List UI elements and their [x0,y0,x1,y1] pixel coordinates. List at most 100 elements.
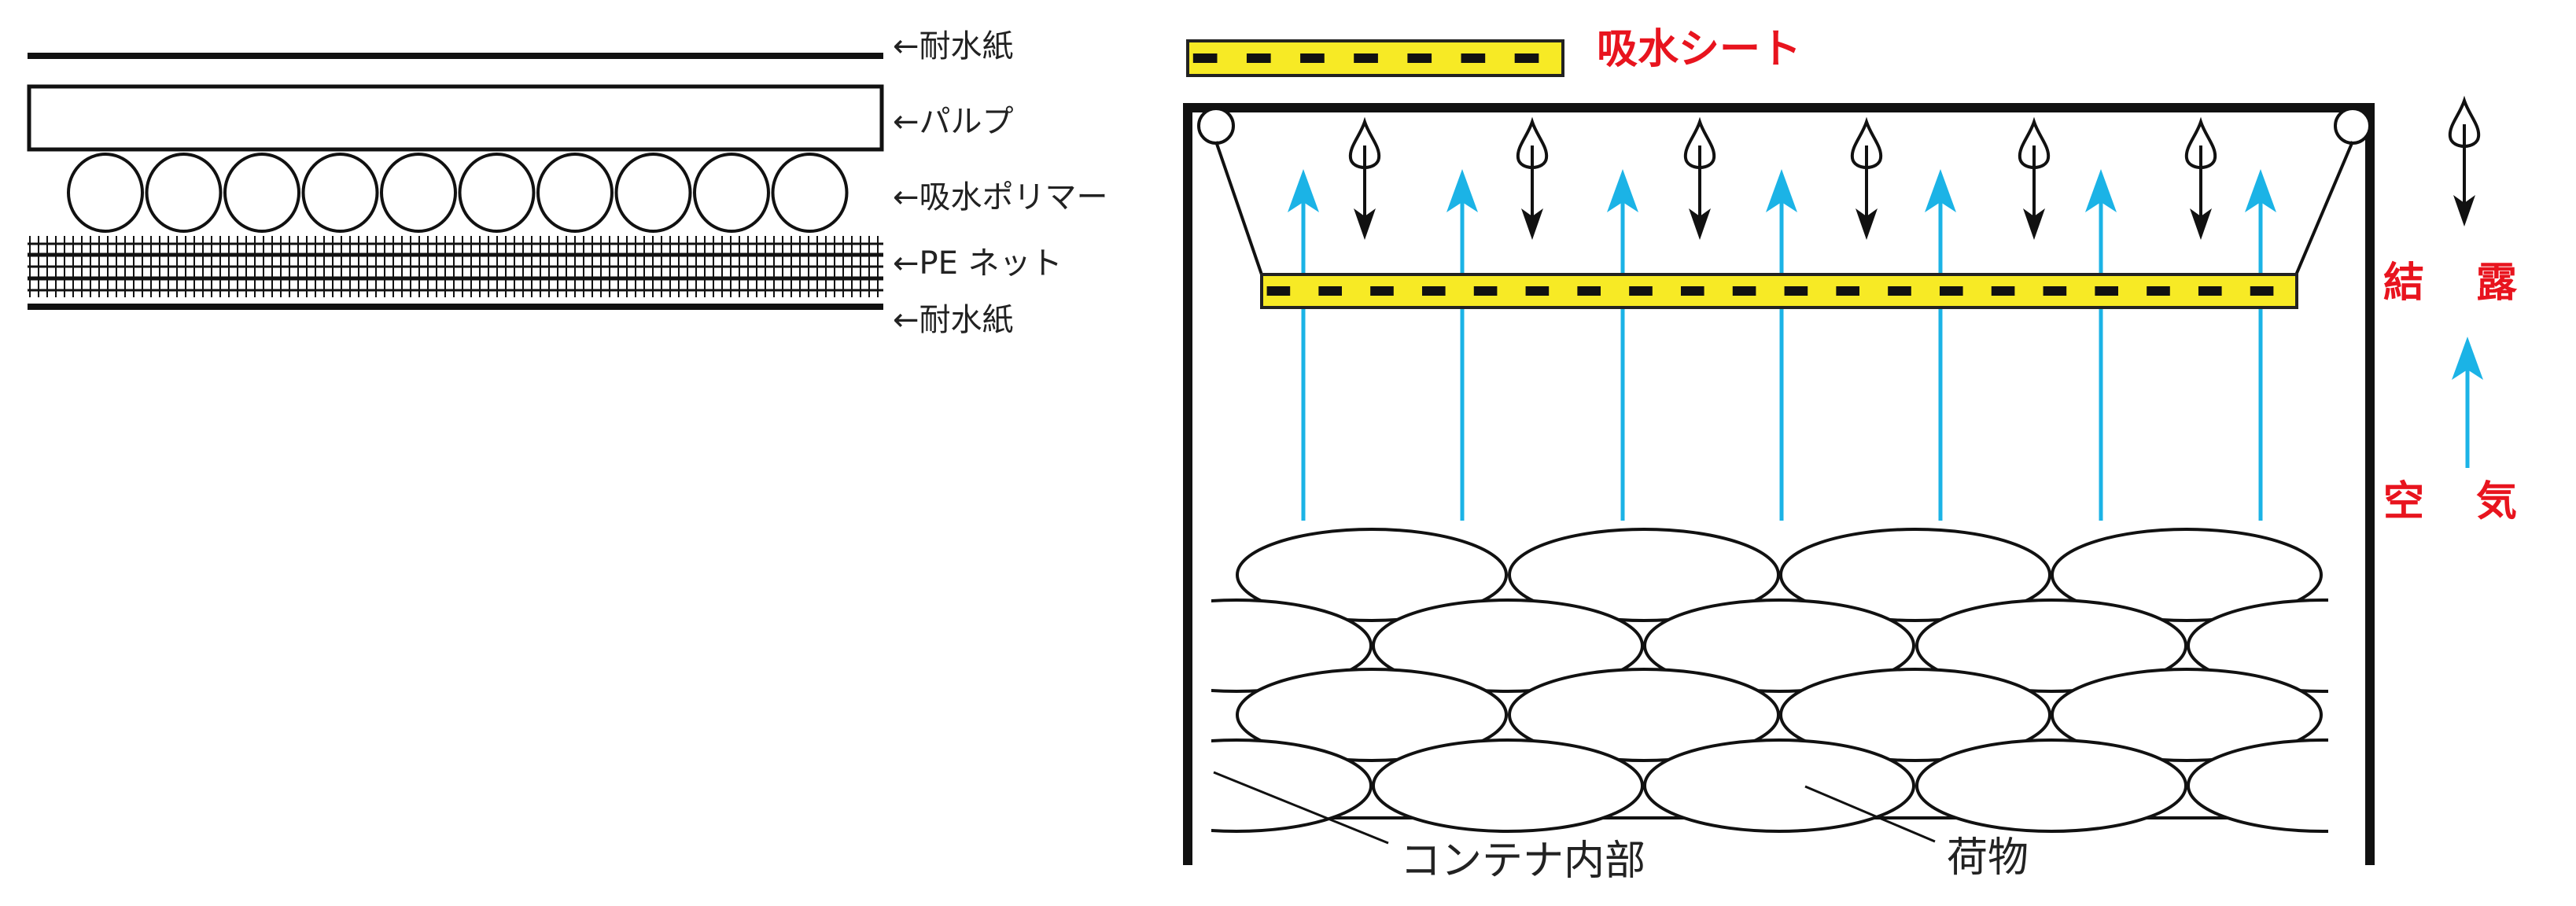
cargo [1211,528,2328,833]
hanging-absorbent-sheet [1260,273,2298,309]
air-char-1: 空 [2383,478,2424,525]
cargo-bale [1372,738,1644,833]
down-arrow-head-icon [2453,195,2475,226]
sheet-perforation [1525,286,1550,296]
cargo-bale [1779,668,2051,762]
cargo-bale [1236,528,1508,622]
air-char-2: 気 [2476,478,2517,525]
sheet-perforation [1514,53,1539,63]
down-arrow-head-icon [1354,208,1376,240]
suspension-line-left [1214,141,1264,278]
container-diagram: 吸水シート コンテナ内部 荷物 結 露 空 気 [1183,26,2518,885]
sheet-perforation [1192,53,1218,63]
sheet-perforation [1246,53,1271,63]
label-pulp: ←パルプ [893,104,1014,140]
air-arrow-head-icon [2245,169,2276,212]
cargo-bale [2051,528,2323,622]
pulley-left-icon [1197,107,1235,145]
absorbent-sheet-label: 吸水シート [1597,26,1801,73]
sheet-perforation [2095,286,2118,296]
sheet-perforation [1577,286,1601,296]
sheet-perforation [1266,286,1291,296]
sheet-perforation [2043,286,2067,296]
air-arrow-head-icon [2452,337,2483,380]
sheet-perforation [1784,286,1808,296]
air-arrow-head-icon [1607,169,1638,212]
polymer-bead [693,153,770,233]
sheet-perforation [2198,286,2222,296]
pulley-right-icon [2334,107,2371,145]
sheet-perforation [1629,286,1653,296]
down-arrow-head-icon [2190,208,2212,240]
leader-line-cargo [1804,785,1936,843]
sheet-perforation [2147,286,2170,296]
polymer-bead [380,153,457,233]
polymer-bead [614,153,692,233]
cargo-bale [1508,528,1780,622]
cargo-bale [1508,668,1780,762]
air-arrow-head-icon [1766,169,1797,212]
cargo-bale [1779,528,2051,622]
pulp-layer [27,84,884,152]
label-top-paper: ←耐水紙 [893,28,1014,64]
cargo-bale [2187,598,2328,693]
cargo-label: 荷物 [1947,834,2029,882]
air-arrow-head-icon [1288,169,1319,212]
polymer-bead [536,153,614,233]
cargo-bale [1211,598,1373,693]
down-arrow-head-icon [1689,208,1711,240]
cargo-bale [1915,598,2187,693]
polymer-bead [223,153,300,233]
cargo-bale [1372,598,1644,693]
container-walls [1183,103,2375,865]
polymer-bead [145,153,223,233]
cargo-bale [2051,668,2323,762]
sheet-perforation [1354,53,1378,63]
sheet-perforation [1473,286,1498,296]
layer-structure: ←耐水紙 ←パルプ ←吸水ポリマー ←PE ネット ←耐水紙 [27,28,1108,338]
leader-line-inside [1213,771,1389,845]
condensation-drops [1348,116,2217,240]
air-arrow-head-icon [1446,169,1478,212]
polymer-bead [67,153,144,233]
down-arrow-head-icon [1856,208,1878,240]
cargo-bale [1643,738,1915,833]
cargo-bale [1236,668,1508,762]
cargo-bale [1643,598,1915,693]
sheet-perforation [1300,53,1325,63]
pe-net-layer [28,236,883,297]
label-bottom-paper: ←耐水紙 [893,302,1014,338]
condensation-legend-arrow [2448,95,2481,226]
cargo-bale [2187,738,2328,833]
cargo-bale [1211,738,1373,833]
sheet-perforation [1939,286,1963,296]
polymer-bead [458,153,536,233]
sheet-perforation [1991,286,2015,296]
air-arrow-head-icon [1925,169,1956,212]
air-legend-arrow [2452,337,2483,468]
sheet-perforation [1836,286,1859,296]
sheet-perforation [1370,286,1394,296]
polymer-bead [301,153,379,233]
label-polymer: ←吸水ポリマー [893,179,1108,215]
sheet-perforation [1421,286,1446,296]
sheet-perforation [1318,286,1342,296]
sheet-perforation [2250,286,2274,296]
air-arrow-head-icon [2085,169,2117,212]
air-flow-arrows [1288,169,2276,521]
sheet-perforation [1888,286,1911,296]
cargo-bale [1915,738,2187,833]
sheet-body [1260,273,2298,309]
polymer-beads [67,153,849,233]
top-waterproof-paper [28,53,883,59]
sheet-perforation [1680,286,1704,296]
down-arrow-head-icon [2023,208,2045,240]
sheet-perforation [1407,53,1432,63]
container-inside-label: コンテナ内部 [1400,838,1645,885]
label-pe-net: ←PE ネット [893,245,1063,282]
bottom-waterproof-paper [28,304,883,310]
absorbent-sheet-legend [1186,39,1564,77]
condensation-char-1: 結 [2383,260,2424,307]
down-arrow-head-icon [1521,208,1543,240]
